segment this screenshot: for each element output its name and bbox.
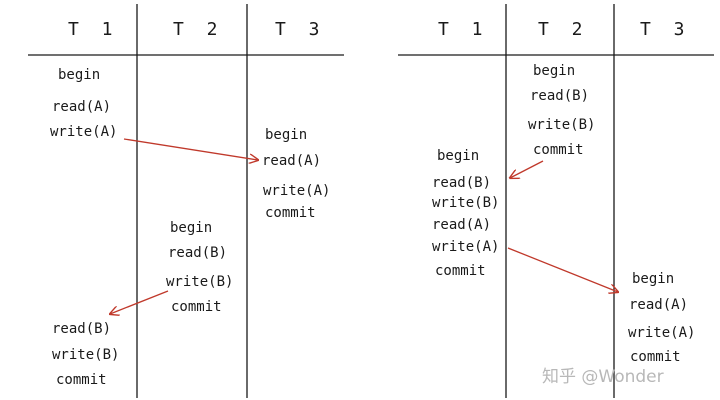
right-t3-commit: commit (630, 349, 681, 365)
right-t1-begin: begin (437, 148, 480, 164)
left-t1-write-a: write(A) (50, 124, 118, 140)
right-t1-read-b: read(B) (432, 175, 492, 191)
left-t1-commit: commit (56, 372, 107, 388)
left-t3-write-a: write(A) (263, 183, 331, 199)
left-t1-begin: begin (58, 67, 101, 83)
left-header-t2: T 2 (173, 19, 224, 40)
left-t2-commit: commit (171, 299, 222, 315)
right-header-t1: T 1 (438, 19, 489, 40)
right-t2-read-b: read(B) (530, 88, 590, 104)
left-t1-write-b: write(B) (52, 347, 120, 363)
left-t2-read-b: read(B) (168, 245, 228, 261)
right-header-t3: T 3 (640, 19, 691, 40)
arrow-left-t2-to-t1 (110, 290, 169, 314)
left-t1-read-b: read(B) (52, 321, 112, 337)
arrow-left-t1-to-t3 (123, 138, 258, 160)
left-t3-begin: begin (265, 127, 308, 143)
right-t1-write-a: write(A) (432, 239, 500, 255)
left-t1-read-a: read(A) (52, 99, 112, 115)
right-t2-commit: commit (533, 142, 584, 158)
left-t3-read-a: read(A) (262, 153, 322, 169)
right-header-t2: T 2 (538, 19, 589, 40)
left-t2-write-b: write(B) (166, 274, 234, 290)
left-header-t1: T 1 (68, 19, 119, 40)
right-t3-begin: begin (632, 271, 675, 287)
right-t1-read-a: read(A) (432, 217, 492, 233)
left-header-t3: T 3 (275, 19, 326, 40)
right-t3-write-a: write(A) (628, 325, 696, 341)
arrow-right-t1-to-t3 (507, 247, 618, 292)
arrow-right-t2-to-t1 (510, 160, 544, 178)
right-t2-begin: begin (533, 63, 576, 79)
right-t2-write-b: write(B) (528, 117, 596, 133)
right-t1-commit: commit (435, 263, 486, 279)
right-t3-read-a: read(A) (629, 297, 689, 313)
left-t2-begin: begin (170, 220, 213, 236)
watermark: 知乎 @Wonder (542, 367, 664, 387)
left-t3-commit: commit (265, 205, 316, 221)
right-t1-write-b: write(B) (432, 195, 500, 211)
